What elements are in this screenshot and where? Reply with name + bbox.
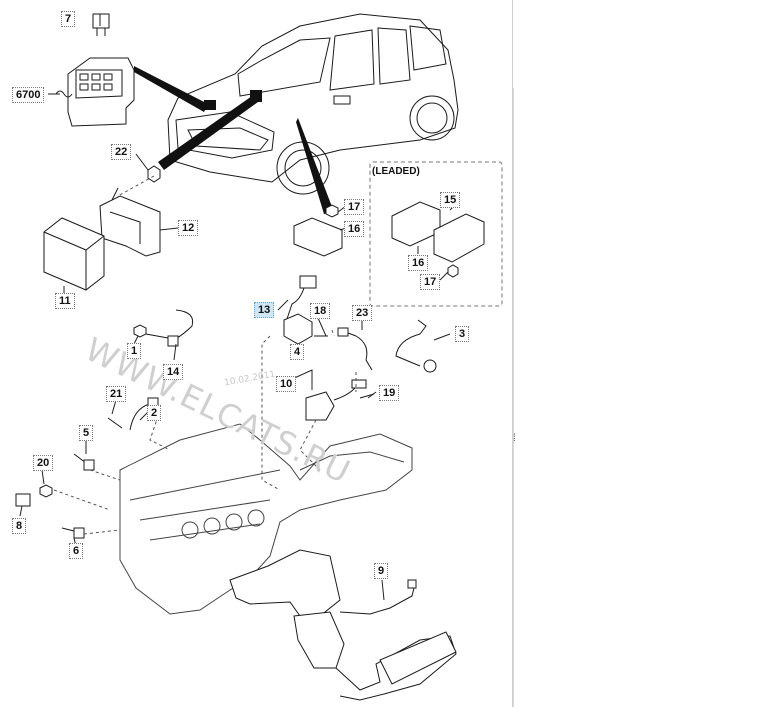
callout-13[interactable]: 13: [254, 302, 275, 318]
diagram-viewer: WWW.ELCATS.RU 10.02.2011 (LEADED) 7 6700…: [12, 0, 513, 707]
callout-5[interactable]: 5: [79, 425, 94, 441]
small-sensors: [15, 453, 95, 539]
engine-block: [119, 423, 413, 615]
callout-2[interactable]: 2: [147, 405, 162, 421]
pane-splitter-handle[interactable]: ⁞: [513, 433, 516, 444]
side-panel-divider: [513, 88, 514, 707]
leaded-modules: [391, 201, 485, 278]
leader-lines: [53, 175, 357, 535]
callout-8[interactable]: 8: [12, 518, 27, 534]
callout-17-leaded[interactable]: 17: [420, 274, 441, 290]
callout-21[interactable]: 21: [106, 386, 127, 402]
callout-15[interactable]: 15: [440, 192, 461, 208]
callout-10[interactable]: 10: [276, 376, 297, 392]
callout-12[interactable]: 12: [178, 220, 199, 236]
relay-part: [92, 13, 110, 36]
callout-9[interactable]: 9: [374, 563, 389, 579]
sensor-harnesses: [133, 309, 437, 373]
callout-16-upper[interactable]: 16: [344, 221, 365, 237]
leaded-group-label: (LEADED): [372, 166, 420, 177]
callout-6[interactable]: 6: [69, 543, 84, 559]
ecu-part: [43, 217, 105, 291]
callout-6700[interactable]: 6700: [12, 87, 45, 103]
callout-3[interactable]: 3: [455, 326, 470, 342]
callout-14[interactable]: 14: [163, 364, 184, 380]
callout-16-leaded[interactable]: 16: [408, 255, 429, 271]
exhaust-system: [229, 549, 457, 701]
parts-diagram: [15, 13, 503, 701]
bracket-part: [99, 165, 161, 257]
callout-17-upper[interactable]: 17: [344, 199, 365, 215]
sensor-2-part: [107, 397, 159, 431]
callout-1[interactable]: 1: [127, 343, 142, 359]
sensor-13-part: [283, 275, 328, 345]
sensor-10-cluster: [305, 379, 375, 421]
side-panel: [513, 0, 768, 707]
callout-4[interactable]: 4: [290, 344, 305, 360]
control-module-part: [293, 204, 343, 257]
callout-20[interactable]: 20: [33, 455, 54, 471]
callout-7[interactable]: 7: [61, 11, 76, 27]
callout-11[interactable]: 11: [55, 293, 75, 309]
callout-18[interactable]: 18: [310, 303, 331, 319]
pointer-wedges: [134, 66, 334, 214]
fuse-box-part: [55, 57, 135, 127]
leaded-group-box: [369, 161, 503, 307]
callout-23[interactable]: 23: [352, 305, 373, 321]
callout-19[interactable]: 19: [379, 385, 400, 401]
callout-22[interactable]: 22: [111, 144, 132, 160]
